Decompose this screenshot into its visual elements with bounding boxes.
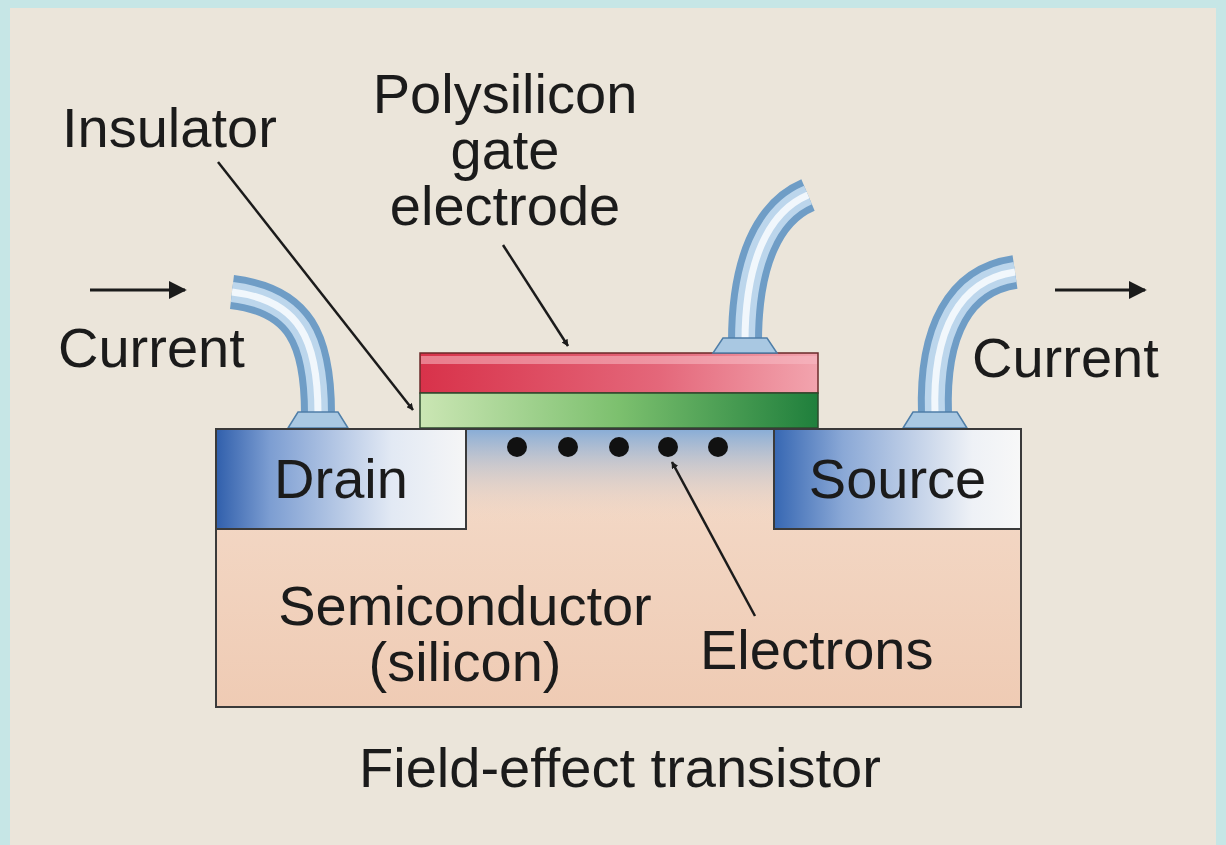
gate-electrode [420, 353, 818, 393]
channel-shading [467, 428, 773, 523]
flow-label: Current [58, 320, 245, 376]
wire-pads [288, 338, 967, 428]
current-arrows [90, 290, 1145, 291]
flow-label: Current [972, 330, 1159, 386]
source-region: Source [773, 428, 1022, 530]
background-panel [10, 8, 1216, 845]
label-anchor: Current [972, 330, 1159, 386]
label-anchor: Polysilicon gate electrode [345, 66, 665, 234]
source-fill [773, 428, 1022, 530]
figure-caption: Field-effect transistor [359, 740, 881, 796]
part-label: Polysilicon gate electrode [345, 66, 665, 234]
drain-fill [215, 428, 467, 530]
drain-region: Drain [215, 428, 467, 530]
region-label: Source [809, 451, 986, 507]
gate-insulator [420, 393, 818, 428]
region-label: Semiconductor (silicon) [235, 578, 695, 690]
label-anchor: Electrons [700, 622, 933, 678]
part-label: Electrons [700, 622, 933, 678]
label-anchor: Current [58, 320, 245, 376]
silicon-substrate [215, 428, 1022, 708]
label-anchor: Insulator [62, 100, 277, 156]
caption-anchor: Field-effect transistor [0, 740, 1226, 796]
lead-wires [232, 195, 1015, 414]
part-label: Insulator [62, 100, 277, 156]
electron-dots [507, 437, 728, 457]
gate-highlight [421, 356, 817, 364]
region-label: Drain [274, 451, 408, 507]
